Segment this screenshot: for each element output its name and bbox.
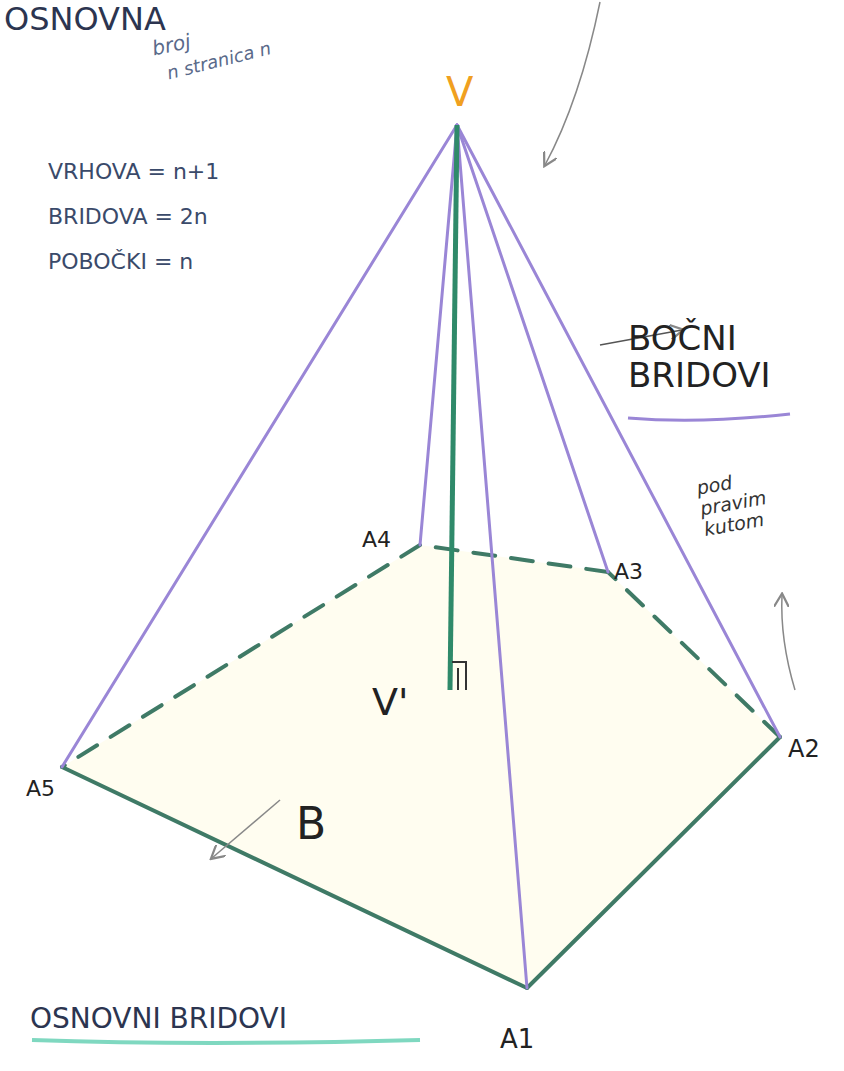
section-label: BOČNI BRIDOVI — [628, 320, 828, 395]
vertex-label: A5 — [26, 777, 55, 801]
note-text: pod pravim kutom — [695, 462, 799, 540]
base-label: B — [296, 800, 326, 848]
vertex-label: A1 — [500, 1025, 534, 1054]
formula-text: POBOČKI = n — [48, 250, 193, 274]
heading-fragment: OSNOVNA — [4, 2, 166, 37]
formula-text: BRIDOVA = 2n — [48, 205, 208, 229]
vertex-label: A3 — [614, 560, 643, 584]
section-label: OSNOVNI BRIDOVI — [30, 1004, 287, 1035]
formula-text: VRHOVA = n+1 — [48, 160, 219, 184]
vertex-label: A4 — [362, 528, 391, 552]
vertex-label: V' — [372, 682, 408, 724]
vertex-label: V — [446, 70, 473, 114]
vertex-label: A2 — [788, 736, 820, 762]
